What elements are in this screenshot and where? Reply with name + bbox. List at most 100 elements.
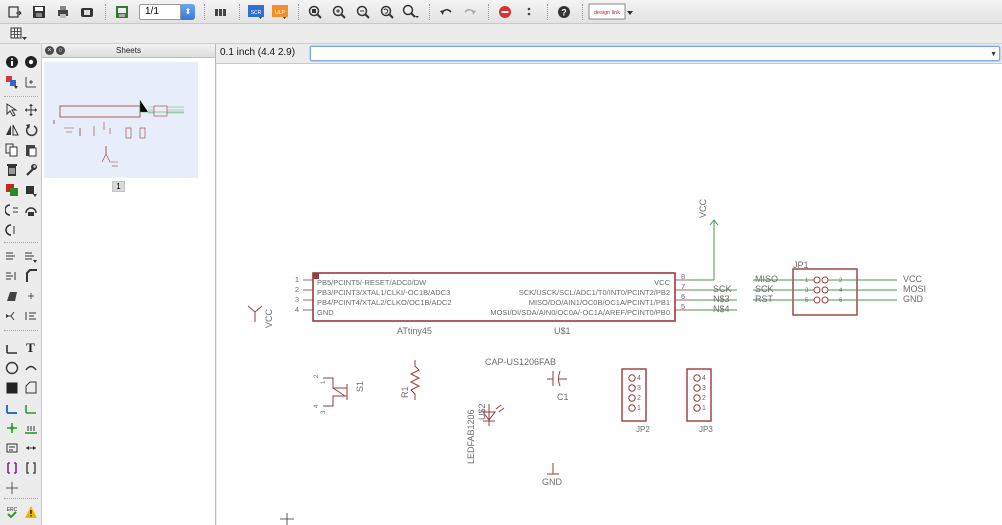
- sheet-combo-spinner-icon[interactable]: ⬍: [181, 3, 195, 20]
- toolbar-separator: [488, 3, 489, 20]
- info-icon[interactable]: [2, 52, 21, 72]
- jp1-pin-num: 2: [839, 278, 843, 284]
- sheet-combo-value[interactable]: 1/1: [139, 3, 181, 20]
- net-lines[interactable]: SCK N$3 N$4: [689, 284, 737, 314]
- move-icon[interactable]: [21, 100, 40, 120]
- select-icon[interactable]: [2, 100, 21, 120]
- zoom-in-icon[interactable]: [328, 2, 350, 22]
- open-icon[interactable]: [4, 2, 26, 22]
- mirror-icon[interactable]: [2, 120, 21, 140]
- arrow-split-icon[interactable]: [2, 306, 21, 326]
- label-icon[interactable]: [21, 418, 40, 438]
- zoom-redraw-icon[interactable]: [376, 2, 398, 22]
- redo-icon[interactable]: [459, 2, 481, 22]
- close-icon[interactable]: ×: [45, 46, 54, 55]
- zoom-select-icon[interactable]: [400, 2, 422, 22]
- invoke-icon[interactable]: [2, 220, 21, 240]
- toolbar-separator: [239, 3, 240, 20]
- scr-icon[interactable]: SCR: [245, 2, 267, 22]
- align-icon[interactable]: [21, 306, 40, 326]
- zoom-out-icon[interactable]: [352, 2, 374, 22]
- zoom-fit-icon[interactable]: [304, 2, 326, 22]
- optimize-icon[interactable]: [21, 246, 40, 266]
- save-icon[interactable]: [28, 2, 50, 22]
- jp2-pin: 3: [637, 385, 641, 392]
- resistor-r1[interactable]: R1: [400, 360, 421, 400]
- vcc-symbol-top[interactable]: VCC: [689, 198, 719, 281]
- add-icon[interactable]: [2, 180, 21, 200]
- command-input[interactable]: ▼: [310, 46, 1000, 61]
- ulp-label: ULP: [275, 10, 285, 16]
- delete-icon[interactable]: [2, 160, 21, 180]
- route-icon[interactable]: [2, 266, 21, 286]
- gnd-symbol[interactable]: GND: [542, 463, 563, 487]
- bus-icon[interactable]: [2, 398, 21, 418]
- sheet-thumbnail[interactable]: [44, 62, 198, 178]
- erc-icon[interactable]: ERC: [2, 502, 21, 522]
- frame-icon[interactable]: [2, 458, 21, 478]
- ulp-icon[interactable]: ULP: [269, 2, 291, 22]
- jp1-pin-num: 4: [839, 288, 843, 294]
- toolbar-separator: [547, 3, 548, 20]
- designlink-icon[interactable]: design link: [588, 2, 634, 22]
- ic-attiny45[interactable]: 1 2 3 4 PB5/PCINT5/-RESET/ADC0/DW PB3/PC…: [295, 272, 689, 336]
- net-label-n4: N$4: [713, 304, 730, 314]
- main-toolbar: 1/1 ⬍ SCR ULP ? design link: [0, 0, 1002, 24]
- wrench-icon[interactable]: [21, 160, 40, 180]
- pin-swap-icon[interactable]: [21, 200, 40, 220]
- led-u2[interactable]: LEDFAB1206 U$2: [466, 403, 505, 464]
- jp3-name: JP3: [699, 425, 713, 434]
- port-icon[interactable]: [2, 478, 21, 498]
- paste-icon[interactable]: [21, 140, 40, 160]
- gate-swap-icon[interactable]: [2, 200, 21, 220]
- stop-icon[interactable]: [494, 2, 516, 22]
- ic-pin-num: 6: [681, 292, 685, 301]
- undo-icon[interactable]: [435, 2, 457, 22]
- toolbar-separator: [105, 3, 106, 20]
- miter-icon[interactable]: [21, 266, 40, 286]
- print-icon[interactable]: [52, 2, 74, 22]
- s1-name: S1: [355, 381, 365, 392]
- replace-icon[interactable]: [21, 180, 40, 200]
- sheet-combo[interactable]: 1/1 ⬍: [139, 3, 195, 21]
- s1-pin: 3: [321, 410, 327, 414]
- chevron-down-icon[interactable]: ▼: [990, 51, 997, 58]
- polygon-icon[interactable]: [21, 378, 40, 398]
- vcc-symbol-left[interactable]: VCC: [247, 305, 274, 328]
- switch-s1[interactable]: 2 1 4 3 S1: [314, 374, 365, 414]
- jp3-header[interactable]: 4 3 2 1 JP3: [686, 368, 713, 434]
- junction-icon[interactable]: [2, 418, 21, 438]
- grid-icon[interactable]: [10, 26, 30, 42]
- rotate-icon[interactable]: [21, 120, 40, 140]
- s1-pin: 2: [314, 374, 320, 378]
- mark-icon[interactable]: [21, 72, 40, 92]
- module-icon[interactable]: [21, 458, 40, 478]
- split-icon[interactable]: [2, 246, 21, 266]
- display-layers-icon[interactable]: [2, 72, 21, 92]
- jp2-header[interactable]: 4 3 2 1 JP2: [621, 368, 650, 434]
- layer-icon[interactable]: [210, 2, 232, 22]
- board-icon[interactable]: [111, 2, 133, 22]
- help-icon[interactable]: ?: [553, 2, 575, 22]
- cam-icon[interactable]: [76, 2, 98, 22]
- jp1-header[interactable]: JP1 MISO SCK RST VCC MOSI GND 1: [753, 260, 926, 316]
- net-icon[interactable]: [21, 398, 40, 418]
- more-icon[interactable]: [518, 2, 540, 22]
- tool-separator: [4, 242, 38, 243]
- copy-icon[interactable]: [2, 140, 21, 160]
- warning-icon[interactable]: [21, 502, 40, 522]
- dimension-icon[interactable]: [21, 438, 40, 458]
- ripup-icon[interactable]: [21, 286, 40, 306]
- slice-icon[interactable]: [2, 286, 21, 306]
- wire-icon[interactable]: [2, 338, 21, 358]
- capacitor-c1[interactable]: CAP-US1206FAB C1: [485, 357, 569, 402]
- attribute-icon[interactable]: [2, 438, 21, 458]
- circle-icon[interactable]: [2, 358, 21, 378]
- text-icon[interactable]: T: [21, 338, 40, 358]
- float-icon[interactable]: ○: [56, 46, 65, 55]
- schematic-canvas[interactable]: 1 2 3 4 PB5/PCINT5/-RESET/ADC0/DW PB3/PC…: [217, 64, 1002, 525]
- rectangle-icon[interactable]: [2, 378, 21, 398]
- arc-icon[interactable]: [21, 358, 40, 378]
- cap-package: CAP-US1206FAB: [485, 357, 556, 367]
- show-icon[interactable]: [21, 52, 40, 72]
